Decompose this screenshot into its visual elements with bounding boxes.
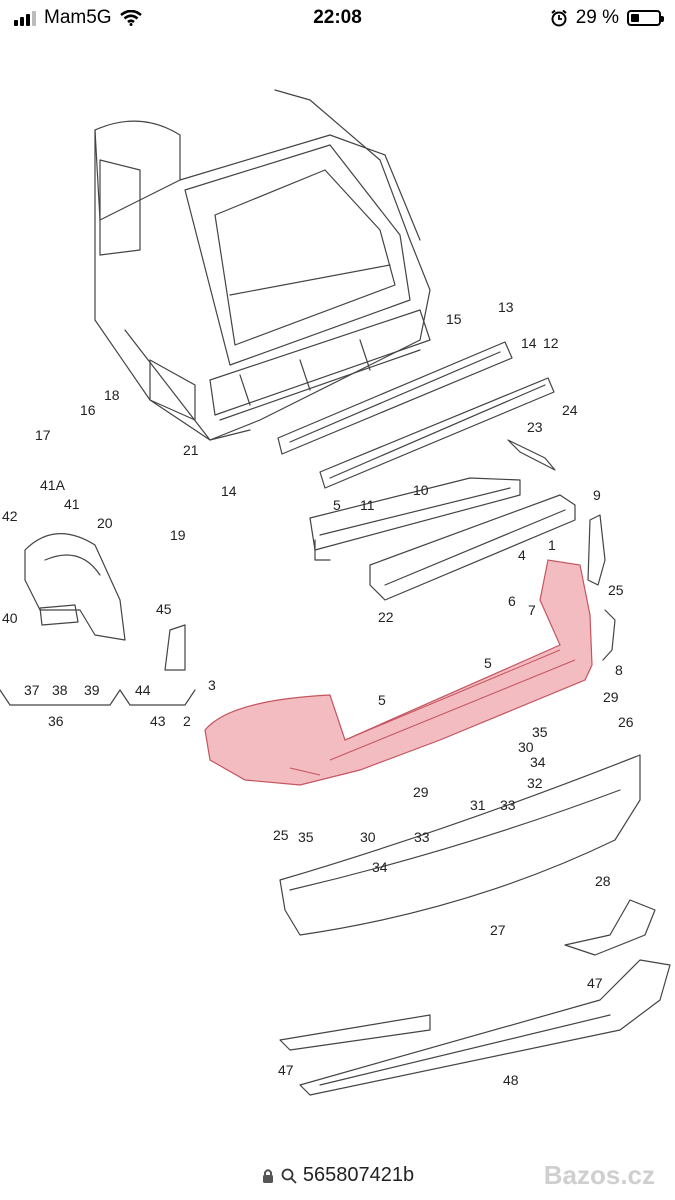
- part-label: 10: [413, 482, 429, 498]
- signal-icon: [14, 10, 36, 26]
- part-label: 14: [521, 335, 537, 351]
- part-label: 30: [518, 739, 534, 755]
- part-label: 25: [273, 827, 289, 843]
- part-label: 43: [150, 713, 166, 729]
- battery-icon: [627, 10, 664, 26]
- part-label: 35: [298, 829, 314, 845]
- address-bar[interactable]: 565807421b: [0, 1164, 675, 1187]
- part-labels: 1 2 3 4 5 5 5 6 7 8 9 10 11 12 13 14 14 …: [2, 299, 634, 1088]
- clock: 22:08: [313, 7, 362, 28]
- search-text: 565807421b: [302, 1164, 415, 1186]
- part-label: 41: [64, 496, 80, 512]
- part-label: 27: [490, 922, 506, 938]
- part-label: 34: [530, 754, 546, 770]
- part-label: 25: [608, 582, 624, 598]
- lock-icon: [262, 1168, 273, 1183]
- part-label: 30: [360, 829, 376, 845]
- part-label: 3: [208, 677, 216, 693]
- part-label: 35: [532, 724, 548, 740]
- part-label: 19: [170, 527, 186, 543]
- part-label: 33: [414, 829, 430, 845]
- status-left: Mam5G: [14, 7, 142, 29]
- part-label: 16: [80, 402, 96, 418]
- part-label: 21: [183, 442, 199, 458]
- part-label: 47: [278, 1062, 294, 1078]
- part-label: 5: [378, 692, 386, 708]
- part-label: 39: [84, 682, 100, 698]
- part-label: 38: [52, 682, 68, 698]
- part-label: 23: [527, 419, 543, 435]
- part-label: 22: [378, 609, 394, 625]
- part-label: 48: [503, 1072, 519, 1088]
- part-label: 31: [470, 797, 486, 813]
- part-label: 24: [562, 402, 578, 418]
- part-label: 17: [35, 427, 51, 443]
- part-label: 20: [97, 515, 113, 531]
- part-label: 42: [2, 508, 18, 524]
- part-label: 41A: [40, 477, 66, 493]
- part-label: 13: [498, 299, 514, 315]
- part-label: 33: [500, 797, 516, 813]
- highlighted-bumper-cover: [204, 559, 593, 786]
- status-bar: Mam5G 22:08 29 %: [0, 0, 675, 38]
- watermark: Bazos.cz: [543, 1160, 655, 1190]
- wifi-icon: [119, 10, 142, 26]
- part-label: 45: [156, 601, 172, 617]
- part-label: 32: [527, 775, 543, 791]
- part-label: 5: [333, 497, 341, 513]
- part-label: 11: [360, 497, 375, 513]
- part-label: 6: [508, 593, 516, 609]
- part-label: 44: [135, 682, 151, 698]
- part-label: 14: [221, 483, 237, 499]
- part-label: 29: [413, 784, 429, 800]
- part-label: 7: [528, 602, 536, 618]
- part-label: 37: [24, 682, 40, 698]
- part-label: 9: [593, 487, 601, 503]
- part-label: 15: [446, 311, 462, 327]
- part-label: 18: [104, 387, 120, 403]
- battery-percent: 29 %: [575, 7, 619, 28]
- status-right: 29 %: [550, 7, 664, 29]
- carrier-label: Mam5G: [44, 7, 112, 28]
- part-label: 4: [518, 547, 526, 563]
- part-label: 12: [543, 335, 559, 351]
- search-icon: [281, 1168, 297, 1184]
- part-label: 40: [2, 610, 18, 626]
- alarm-icon: [551, 9, 567, 27]
- part-label: 28: [595, 873, 611, 889]
- part-label: 8: [615, 662, 623, 678]
- part-label: 29: [603, 689, 619, 705]
- parts-diagram: 1 2 3 4 5 5 5 6 7 8 9 10 11 12 13 14 14 …: [0, 89, 671, 1096]
- part-label: 47: [587, 975, 603, 991]
- part-label: 5: [484, 655, 492, 671]
- part-label: 26: [618, 714, 634, 730]
- bottom-bar: 565807421b Bazos.cz: [0, 1156, 675, 1200]
- part-label: 1: [548, 537, 556, 553]
- part-label: 34: [372, 859, 388, 875]
- part-label: 2: [183, 713, 191, 729]
- part-label: 36: [48, 713, 64, 729]
